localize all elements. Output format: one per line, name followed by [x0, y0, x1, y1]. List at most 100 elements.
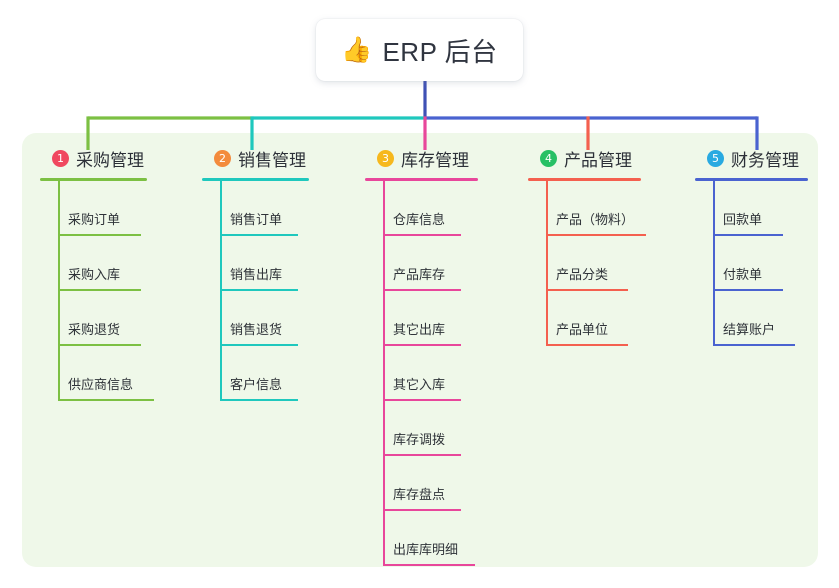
branch-item-underline: [220, 344, 298, 346]
branch-item-label: 销售退货: [230, 322, 283, 337]
branch-item-label: 付款单: [723, 267, 763, 282]
branch-column-3: 3 库存管理仓库信息产品库存其它出库其它入库库存调拨库存盘点出库库明细: [365, 146, 478, 566]
branch-item[interactable]: 产品单位: [528, 291, 641, 346]
branch-number-badge: 5: [707, 149, 724, 167]
branch-item-label: 采购入库: [68, 267, 121, 282]
branch-number-badge: 4: [540, 149, 557, 167]
branch-title: 采购管理: [76, 150, 144, 170]
branch-item-underline: [546, 234, 646, 236]
branch-item[interactable]: 销售退货: [202, 291, 309, 346]
root-title: ERP 后台: [382, 36, 498, 67]
branch-item-label: 结算账户: [723, 322, 776, 337]
branch-item-label: 仓库信息: [393, 212, 446, 227]
branch-item[interactable]: 客户信息: [202, 346, 309, 401]
branch-item-underline: [713, 344, 795, 346]
branch-item-underline: [220, 289, 298, 291]
branch-items: 产品（物料） 产品分类产品单位: [528, 181, 646, 346]
branch-item[interactable]: 其它入库: [365, 346, 478, 401]
branch-column-4: 4 产品管理产品（物料） 产品分类产品单位: [528, 146, 646, 346]
branch-item-label: 其它入库: [393, 377, 446, 392]
branch-item[interactable]: 采购退货: [40, 291, 147, 346]
branch-item-label: 采购退货: [68, 322, 121, 337]
branch-item-underline: [383, 399, 461, 401]
branch-number-badge: 3: [377, 149, 394, 167]
branch-item[interactable]: 采购订单: [40, 181, 147, 236]
branch-item[interactable]: 付款单: [695, 236, 808, 291]
branch-item-underline: [713, 289, 783, 291]
branch-item-underline: [58, 289, 141, 291]
branch-items: 仓库信息产品库存其它出库其它入库库存调拨库存盘点出库库明细: [365, 181, 478, 566]
branch-item[interactable]: 销售订单: [202, 181, 309, 236]
branch-spine: [220, 181, 222, 401]
branch-item-underline: [58, 344, 141, 346]
branch-item[interactable]: 产品分类: [528, 236, 641, 291]
branch-underline: [202, 178, 309, 181]
branch-item[interactable]: 库存盘点: [365, 456, 478, 511]
branch-item-label: 客户信息: [230, 377, 283, 392]
branch-item-label: 库存调拨: [393, 432, 446, 447]
branch-item[interactable]: 其它出库: [365, 291, 478, 346]
branch-title: 销售管理: [238, 150, 306, 170]
branch-item-label: 销售出库: [230, 267, 283, 282]
branch-item[interactable]: 采购入库: [40, 236, 147, 291]
branch-item[interactable]: 回款单: [695, 181, 808, 236]
branch-title: 产品管理: [564, 150, 632, 170]
branch-underline: [695, 178, 808, 181]
branch-item-underline: [383, 234, 461, 236]
branch-item[interactable]: 库存调拨: [365, 401, 478, 456]
branch-item-underline: [383, 344, 461, 346]
branch-items: 销售订单销售出库销售退货客户信息: [202, 181, 309, 401]
branch-item-label: 销售订单: [230, 212, 283, 227]
branch-item[interactable]: 产品（物料）: [528, 181, 646, 236]
branch-item-label: 其它出库: [393, 322, 446, 337]
branch-column-5: 5 财务管理回款单付款单结算账户: [695, 146, 808, 346]
branch-spine: [58, 181, 60, 401]
branch-item-underline: [546, 344, 628, 346]
branch-underline: [365, 178, 478, 181]
branch-item-underline: [58, 234, 141, 236]
branch-item-underline: [713, 234, 783, 236]
branch-item-label: 出库库明细: [393, 542, 459, 557]
branch-item[interactable]: 销售出库: [202, 236, 309, 291]
branches-panel: [22, 133, 818, 567]
branch-title: 库存管理: [401, 150, 469, 170]
branch-item[interactable]: 产品库存: [365, 236, 478, 291]
branch-item-underline: [58, 399, 154, 401]
branch-underline: [528, 178, 641, 181]
branch-item-underline: [546, 289, 628, 291]
branch-underline: [40, 178, 147, 181]
branch-item-label: 产品（物料）: [556, 212, 635, 227]
branch-title: 财务管理: [731, 150, 799, 170]
branch-item[interactable]: 仓库信息: [365, 181, 478, 236]
branch-item-underline: [220, 399, 298, 401]
branch-item-label: 采购订单: [68, 212, 121, 227]
branch-item-label: 产品分类: [556, 267, 609, 282]
branch-spine: [383, 181, 385, 566]
branch-item-label: 供应商信息: [68, 377, 134, 392]
branch-number-badge: 2: [214, 149, 231, 167]
branch-item-underline: [383, 564, 475, 566]
root-node[interactable]: 👍 ERP 后台: [316, 19, 523, 81]
branch-item-label: 产品单位: [556, 322, 609, 337]
branch-item[interactable]: 结算账户: [695, 291, 808, 346]
branch-spine: [546, 181, 548, 346]
branch-item[interactable]: 出库库明细: [365, 511, 478, 566]
branch-item-label: 产品库存: [393, 267, 446, 282]
branch-item-label: 回款单: [723, 212, 763, 227]
branch-item-underline: [383, 289, 461, 291]
branch-header[interactable]: 2 销售管理: [202, 146, 309, 170]
branch-header[interactable]: 5 财务管理: [695, 146, 808, 170]
branch-item-underline: [220, 234, 298, 236]
branch-item-label: 库存盘点: [393, 487, 446, 502]
branch-item[interactable]: 供应商信息: [40, 346, 154, 401]
branch-spine: [713, 181, 715, 346]
branch-column-2: 2 销售管理销售订单销售出库销售退货客户信息: [202, 146, 309, 401]
branch-items: 采购订单采购入库采购退货供应商信息: [40, 181, 154, 401]
branch-header[interactable]: 4 产品管理: [528, 146, 641, 170]
branch-item-underline: [383, 454, 461, 456]
branch-header[interactable]: 3 库存管理: [365, 146, 478, 170]
branch-items: 回款单付款单结算账户: [695, 181, 808, 346]
